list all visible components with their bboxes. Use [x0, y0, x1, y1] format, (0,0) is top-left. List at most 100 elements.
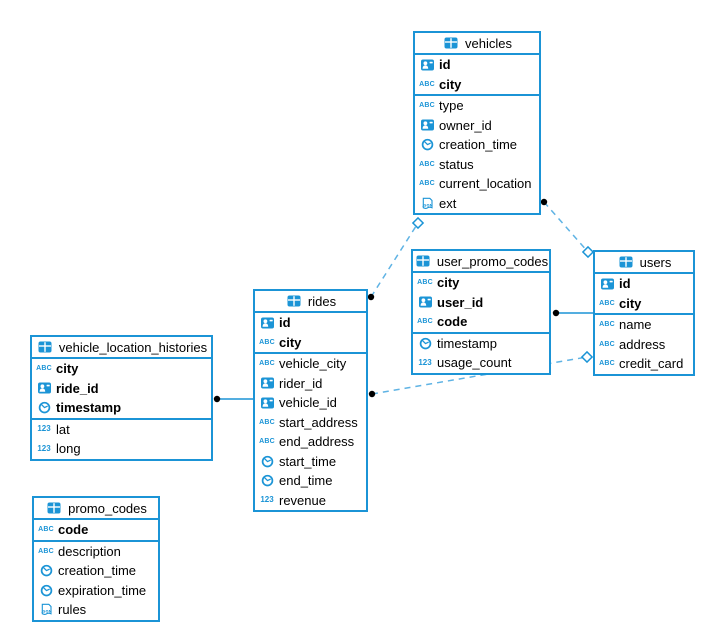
relation-vehicles-users: [543, 201, 589, 253]
uuid-icon: [416, 296, 434, 308]
table-header: vehicles: [415, 33, 539, 55]
field-id: id: [595, 274, 693, 294]
table-grid-icon: [47, 502, 61, 514]
text-abc-icon-label: ABC: [599, 340, 615, 348]
text-abc-icon-label: ABC: [38, 547, 54, 555]
uuid-person-icon: [260, 397, 274, 409]
relation-diamond-marker: [580, 350, 594, 364]
table-title: rides: [307, 293, 337, 309]
field-creation_time: creation_time: [34, 561, 158, 581]
json-icon: JSON: [418, 197, 436, 210]
table-grid-icon: [619, 256, 633, 268]
field-name: rules: [58, 602, 87, 618]
field-name: lat: [56, 421, 70, 437]
table-title: vehicles: [465, 35, 512, 51]
uuid-person-icon: [420, 119, 434, 131]
relation-dot-marker: [368, 390, 376, 398]
field-name: current_location: [439, 176, 532, 192]
field-rules: JSON rules: [34, 600, 158, 620]
field-name: start_address: [279, 414, 358, 430]
field-name: expiration_time: [58, 582, 147, 598]
field-name: timestamp: [56, 400, 122, 416]
uuid-icon: [258, 377, 276, 389]
field-owner_id: owner_id: [415, 116, 539, 136]
clock-icon: [258, 474, 276, 487]
field-rider_id: rider_id: [255, 374, 366, 394]
uuid-person-icon: [420, 59, 434, 71]
text-abc-icon-label: ABC: [259, 438, 275, 446]
field-name: creation_time: [439, 137, 518, 153]
field-name: description: [58, 543, 121, 559]
field-name: rider_id: [279, 375, 323, 391]
field-name: id: [619, 276, 631, 292]
field-timestamp: timestamp: [413, 334, 549, 354]
field-ext: JSON ext: [415, 194, 539, 214]
uuid-person-icon: [260, 317, 274, 329]
field-timestamp: timestamp: [32, 398, 211, 418]
field-id: id: [255, 313, 366, 333]
clock-icon: [418, 138, 436, 151]
table-grid-icon: [285, 295, 303, 307]
field-user_id: user_id: [413, 293, 549, 313]
number-123-icon-label: 123: [418, 357, 432, 367]
svg-text:JSON: JSON: [40, 610, 51, 614]
clock-icon: [416, 337, 434, 350]
clock-icon: [258, 455, 276, 468]
field-name: city: [279, 334, 302, 350]
clock-icon: [261, 455, 273, 468]
field-name: ext: [439, 195, 457, 211]
field-name: timestamp: [437, 335, 497, 351]
field-name: revenue: [279, 492, 326, 508]
table-header: promo_codes: [34, 498, 158, 520]
text-abc-icon: ABC: [598, 341, 616, 348]
text-abc-icon-label: ABC: [599, 299, 615, 307]
table-title: user_promo_codes: [436, 253, 549, 269]
uuid-icon: [258, 397, 276, 409]
json-icon: JSON: [421, 197, 432, 209]
uuid-person-icon: [418, 296, 432, 308]
clock-icon: [40, 565, 52, 577]
table-title: users: [639, 254, 672, 270]
table-header: vehicle_location_histories: [32, 337, 211, 359]
uuid-icon: [418, 119, 436, 131]
field-name: city: [439, 76, 462, 92]
field-vehicle_id: vehicle_id: [255, 393, 366, 413]
json-icon: JSON: [37, 603, 55, 616]
field-name: status: [439, 156, 474, 172]
text-abc-icon-label: ABC: [419, 102, 435, 110]
text-abc-icon: ABC: [418, 161, 436, 168]
clock-icon: [419, 337, 431, 350]
field-name: code: [58, 522, 89, 538]
field-name: owner_id: [439, 117, 492, 133]
uuid-person-icon: [600, 278, 614, 290]
uuid-person-icon: [37, 382, 51, 394]
uuid-person-icon: [260, 377, 274, 389]
text-abc-icon: ABC: [37, 548, 55, 555]
number-123-icon-label: 123: [37, 443, 51, 453]
clock-icon: [261, 475, 273, 487]
table-grid-icon: [444, 37, 458, 49]
field-end_time: end_time: [255, 471, 366, 491]
